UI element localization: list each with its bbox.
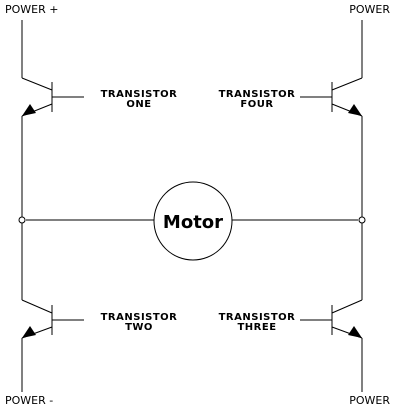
power-bottom-left-label: POWER - [5, 394, 53, 407]
power-top-left-label: POWER + [5, 3, 58, 16]
transistor-four-label-line2: FOUR [240, 99, 273, 110]
transistor-three-label-line1: TRANSISTOR [219, 312, 296, 323]
transistor-three-arrow [348, 326, 362, 338]
transistor-one-label-line1: TRANSISTOR [101, 89, 178, 100]
transistor-two-label-line1: TRANSISTOR [101, 312, 178, 323]
motor-label: Motor [163, 212, 223, 233]
transistor-four-arrow [348, 104, 362, 116]
transistor-three-label-line2: THREE [237, 322, 276, 333]
transistor-one-arrow [22, 104, 36, 116]
power-bottom-right-label: POWER [349, 394, 390, 407]
transistor-two-symbol [21, 299, 84, 339]
transistor-four-label-line1: TRANSISTOR [219, 89, 296, 100]
transistor-two-label-line2: TWO [125, 322, 153, 333]
left-junction-node [18, 216, 26, 224]
right-junction-node [358, 216, 366, 224]
transistor-two-arrow [22, 326, 36, 338]
motor-circle [153, 181, 233, 261]
power-top-right-label: POWER [349, 3, 390, 16]
transistor-one-label-line2: ONE [126, 99, 151, 110]
